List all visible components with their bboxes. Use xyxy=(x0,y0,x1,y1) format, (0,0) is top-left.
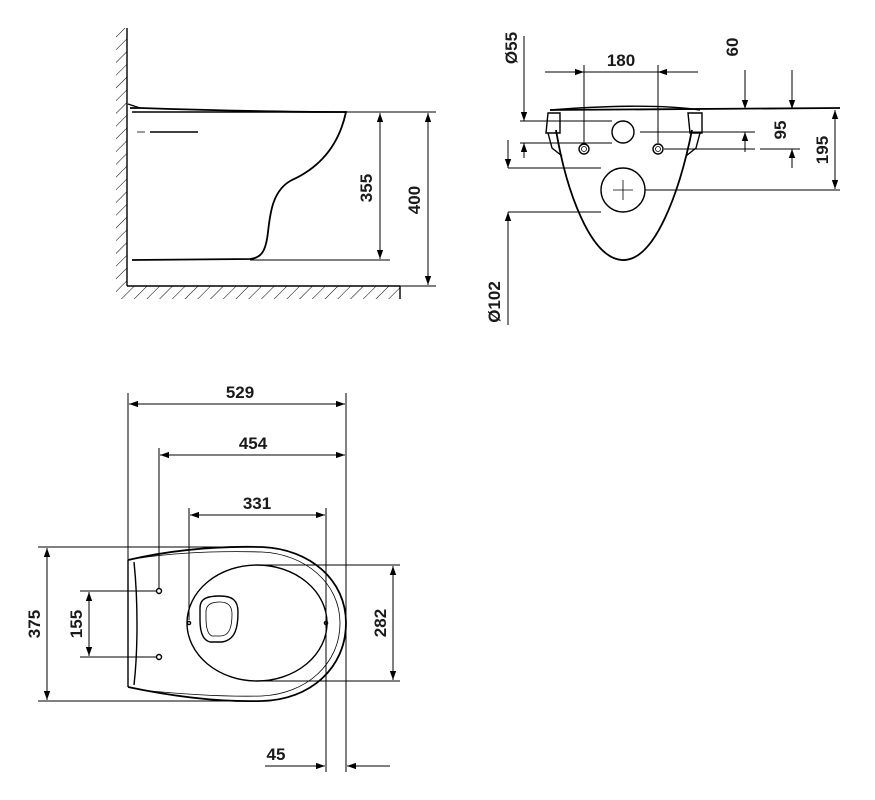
bolt-hole-left xyxy=(578,143,590,155)
front-view: Ø55 180 60 95 195 Ø102 xyxy=(485,32,841,325)
dim-label-180: 180 xyxy=(607,51,635,70)
wall-hatch xyxy=(116,28,127,286)
bowl-inner xyxy=(199,595,239,643)
top-bolt-hole-lower xyxy=(155,653,163,661)
dim-label-95: 95 xyxy=(771,121,790,140)
dim-label-155: 155 xyxy=(67,610,86,638)
dim-label-400: 400 xyxy=(405,186,424,214)
dim-label-195: 195 xyxy=(813,136,832,164)
dim-label-60: 60 xyxy=(723,38,742,57)
dim-label-331: 331 xyxy=(243,494,271,513)
drain-hole xyxy=(611,120,635,144)
toilet-front-outline xyxy=(555,129,693,261)
dim-label-355: 355 xyxy=(357,174,376,202)
dim-label-45: 45 xyxy=(267,745,286,764)
dim-label-d102: Ø102 xyxy=(485,281,504,323)
seat-opening xyxy=(186,564,328,682)
top-view: 529 454 331 375 155 282 45 xyxy=(25,383,400,772)
toilet-side-profile xyxy=(130,107,348,261)
dim-label-529: 529 xyxy=(226,383,254,402)
mount-lug-right xyxy=(687,112,703,134)
mount-lug-left xyxy=(545,112,561,134)
side-view: 355 400 xyxy=(116,28,436,299)
floor-hatch xyxy=(116,286,400,299)
dim-label-375: 375 xyxy=(25,610,44,638)
top-bolt-hole-upper xyxy=(155,587,163,595)
dim-label-454: 454 xyxy=(239,434,268,453)
dim-label-d55: Ø55 xyxy=(502,32,521,64)
dim-label-282: 282 xyxy=(371,609,390,637)
bolt-hole-right xyxy=(652,143,664,155)
